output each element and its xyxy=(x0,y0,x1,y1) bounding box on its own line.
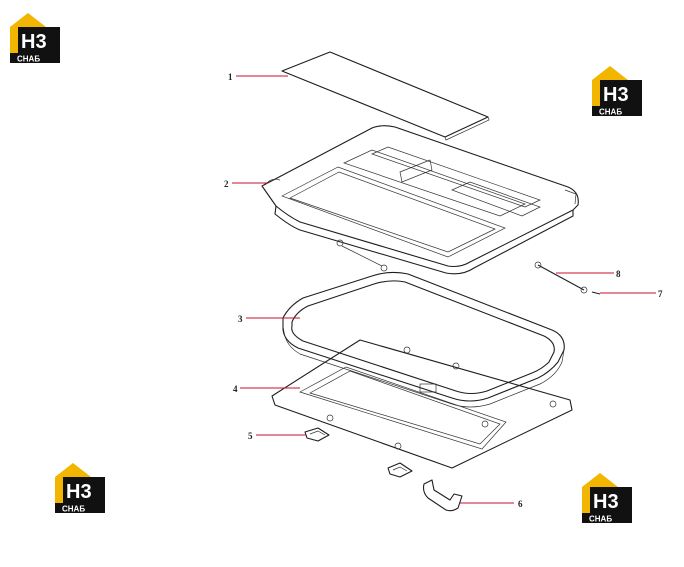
svg-text:CHAБ: CHAБ xyxy=(599,108,622,117)
callout-1: 1 xyxy=(228,72,233,82)
part-frame-housing xyxy=(261,125,579,275)
callout-5: 5 xyxy=(248,431,253,441)
logo-bottom-right: H3 CHAБ xyxy=(582,473,632,524)
svg-text:H3: H3 xyxy=(21,31,47,53)
svg-text:H3: H3 xyxy=(66,481,92,503)
part-gas-strut xyxy=(534,261,588,294)
callout-2: 2 xyxy=(224,179,229,189)
part-seal-ring xyxy=(282,271,565,408)
svg-text:CHAБ: CHAБ xyxy=(62,505,85,514)
svg-text:H3: H3 xyxy=(603,84,629,106)
callout-8: 8 xyxy=(616,269,621,279)
svg-text:CHAБ: CHAБ xyxy=(589,515,612,524)
logo-top-right: H3 CHAБ xyxy=(592,66,642,117)
svg-text:CHAБ: CHAБ xyxy=(17,55,40,64)
logo-bottom-left: H3 CHAБ xyxy=(55,463,105,514)
callout-3: 3 xyxy=(238,314,243,324)
logo-top-left: H3 CHAБ xyxy=(10,13,60,64)
part-handle xyxy=(422,479,463,512)
callout-4: 4 xyxy=(233,384,238,394)
part-clips xyxy=(304,427,413,478)
callout-7: 7 xyxy=(658,289,663,299)
part-pin xyxy=(591,291,601,295)
part-glass-panel xyxy=(281,51,490,141)
part-trim-frame xyxy=(271,339,573,469)
svg-text:H3: H3 xyxy=(593,491,619,513)
callout-6: 6 xyxy=(518,499,523,509)
